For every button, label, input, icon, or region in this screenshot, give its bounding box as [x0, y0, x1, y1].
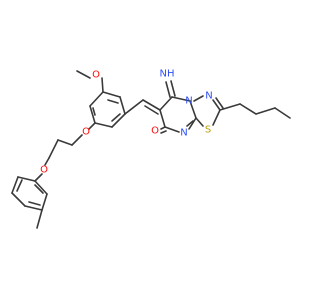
atom-labels: O O O O NH N N N S [40, 69, 213, 176]
bond-network [11, 70, 291, 229]
atom-n-fused: N [185, 96, 192, 107]
structure-diagram: O O O O NH N N N S [11, 69, 291, 229]
atom-o-carbonyl: O [151, 126, 159, 137]
atom-n-imine: NH [160, 69, 175, 80]
atom-o-methoxy: O [92, 70, 100, 81]
atom-o-ether-ring: O [82, 127, 90, 138]
atom-n-azole: N [205, 91, 212, 102]
atom-n-pyrimidine: N [180, 128, 187, 139]
atom-o-ether-tolyl: O [40, 165, 48, 176]
atom-s-thiadiazole: S [205, 125, 211, 136]
